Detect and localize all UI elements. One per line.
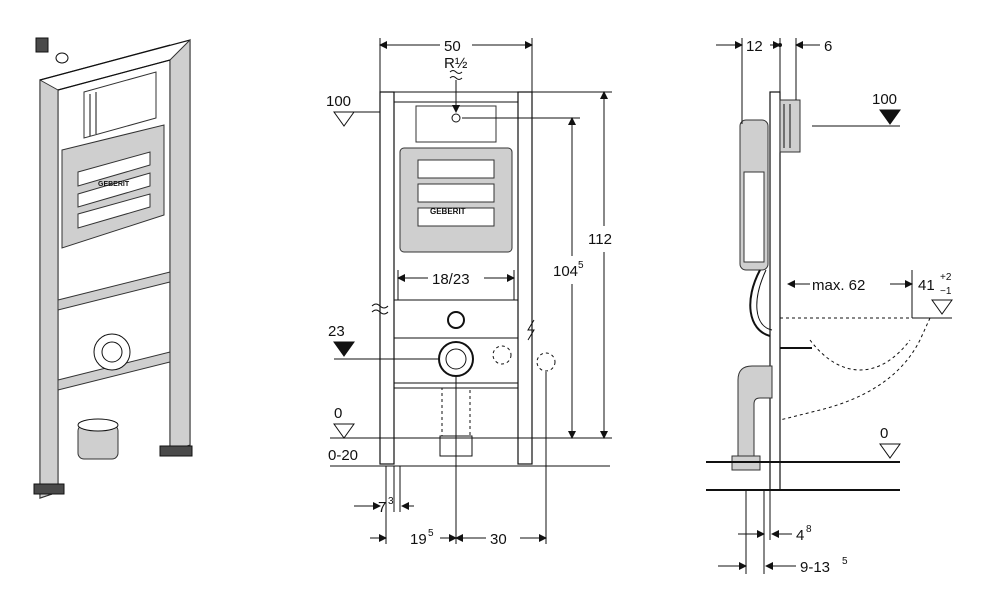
dim-wall-depth-sup: 5 [842,556,848,567]
side-level-top: 100 [872,91,897,108]
side-view: 12 6 100 max. 62 41 +2 −1 0 4 8 9-13 5 [706,38,953,576]
dim-bowl-tol-plus: +2 [940,272,952,283]
dim-height-inner: 104 [553,263,578,280]
dim-height-inner-sup: 5 [578,260,584,271]
side-bowl [779,317,931,421]
dim-offset-left: 19 [410,531,427,548]
level-top: 100 [326,93,351,110]
dim-bowl-height: 41 [918,277,935,294]
supply-connector-icon [35,37,69,64]
isometric-view: GEBERIT [33,37,193,499]
floor-range: 0-20 [328,447,358,464]
dim-drain-spacing: 18/23 [432,271,470,288]
dim-width-top: 50 [444,38,461,55]
dim-offset-right: 30 [490,531,507,548]
dim-bowl-projection: max. 62 [812,277,865,294]
dim-connection: R½ [444,55,468,72]
dim-height-total: 112 [588,231,612,248]
front-view: GEBERIT 50 R½ 100 [326,38,612,548]
dim-wall-gap: 4 [796,527,804,544]
dim-wall-depth: 9-13 [800,559,830,576]
side-level-floor: 0 [880,425,888,442]
dim-bowl-tol-minus: −1 [940,286,952,297]
front-drain [438,341,474,377]
iso-brand-label: GEBERIT [98,181,130,188]
dim-offset-left-sup: 5 [428,528,434,539]
dim-leg-width: 7 [378,499,386,516]
front-brand-label: GEBERIT [430,207,466,216]
dim-leg-width-sup: 3 [388,496,394,507]
dim-wall-gap-sup: 8 [806,524,812,535]
level-drain: 23 [328,323,345,340]
dim-depth-a: 12 [746,38,763,55]
dim-depth-b: 6 [824,38,832,55]
level-floor: 0 [334,405,342,422]
